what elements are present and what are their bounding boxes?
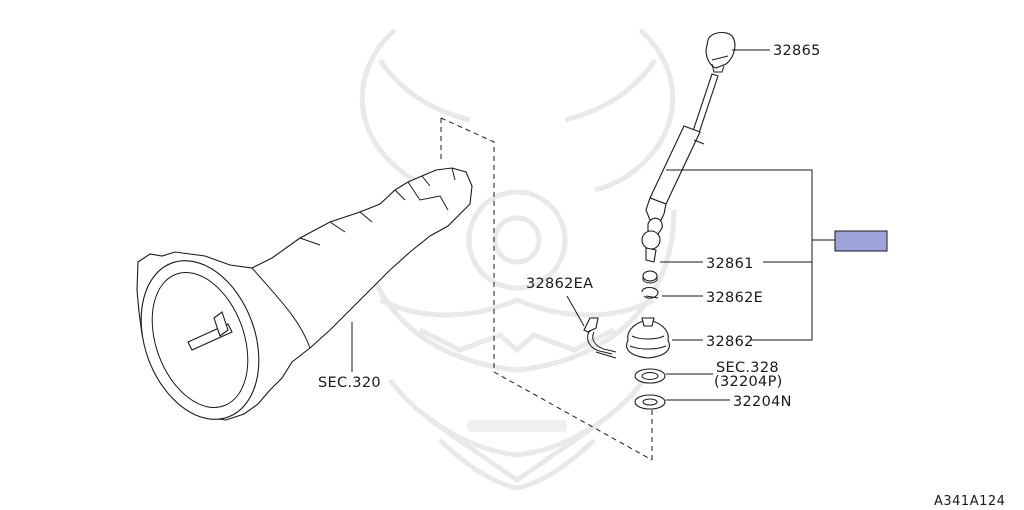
label-32865[interactable]: 32865	[773, 43, 821, 59]
transmission-case[interactable]	[120, 167, 473, 436]
boot-32862[interactable]	[626, 317, 670, 359]
dashed-guide-main	[440, 117, 653, 461]
assembly-highlight-box[interactable]	[834, 230, 888, 252]
label-32862ea[interactable]: 32862EA	[526, 276, 593, 292]
cable-32862ea[interactable]	[583, 317, 617, 359]
label-32204n[interactable]: 32204N	[733, 394, 792, 410]
assembly-bracket	[666, 169, 813, 341]
shift-knob[interactable]	[705, 31, 736, 73]
label-32862e[interactable]: 32862E	[706, 290, 763, 306]
label-sec320[interactable]: SEC.320	[318, 375, 381, 391]
diagram-code: A341A124	[934, 494, 1005, 509]
label-32862[interactable]: 32862	[706, 334, 754, 350]
label-32204p[interactable]: (32204P)	[714, 374, 783, 390]
nut-32861[interactable]	[642, 270, 658, 284]
label-32861[interactable]: 32861	[706, 256, 754, 272]
label-sec328[interactable]: SEC.328	[716, 360, 779, 376]
control-lever[interactable]	[641, 73, 719, 263]
spring-clip-32862e[interactable]	[641, 286, 659, 299]
snap-ring-32204p[interactable]	[634, 368, 666, 384]
washer-32204n[interactable]	[634, 394, 666, 410]
leader-32862ea	[566, 295, 585, 327]
watermark-crest-icon	[357, 28, 677, 491]
